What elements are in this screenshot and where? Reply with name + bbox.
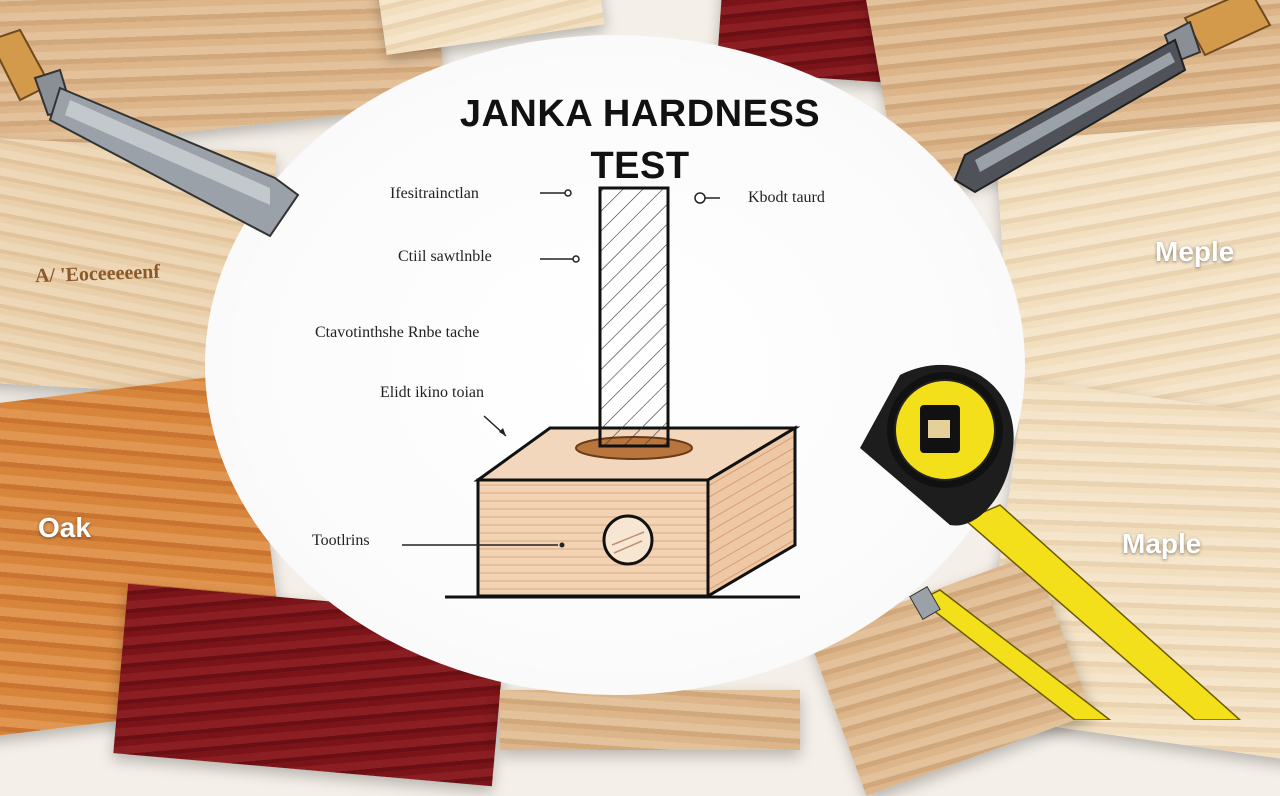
chisel-icon	[0, 28, 300, 238]
annotation-bottom: Tootlrins	[312, 532, 370, 549]
annotation-lower: Elidt ikino toian	[380, 384, 484, 401]
annotation-mid-lower: Ctavotinthshe Rnbe tache	[315, 324, 480, 341]
title-line-1: JANKA HARDNESS	[459, 93, 821, 135]
wood-label-meple: Meple	[1155, 236, 1235, 267]
janka-diagram	[0, 0, 1272, 720]
block-side-face	[706, 425, 797, 599]
block-front-face	[476, 478, 710, 598]
annotation-mid-upper: Ctiil sawtlnble	[398, 248, 492, 265]
wood-label-maple: Maple	[1122, 528, 1202, 559]
steel-rod	[598, 186, 670, 448]
tape-measure-icon	[860, 364, 1242, 720]
wood-label-oak: Oak	[38, 512, 91, 543]
chisel-icon	[953, 0, 1272, 194]
sample-hole	[602, 514, 654, 566]
plank-engraving: A/ 'Eoceeeeenf	[34, 260, 161, 288]
diagram-title: JANKA HARDNESS TEST	[440, 88, 840, 192]
title-line-2: TEST	[590, 145, 690, 187]
annotation-top-right: Kbodt taurd	[748, 189, 825, 206]
annotation-top-left: Ifesitrainctlan	[390, 185, 479, 202]
